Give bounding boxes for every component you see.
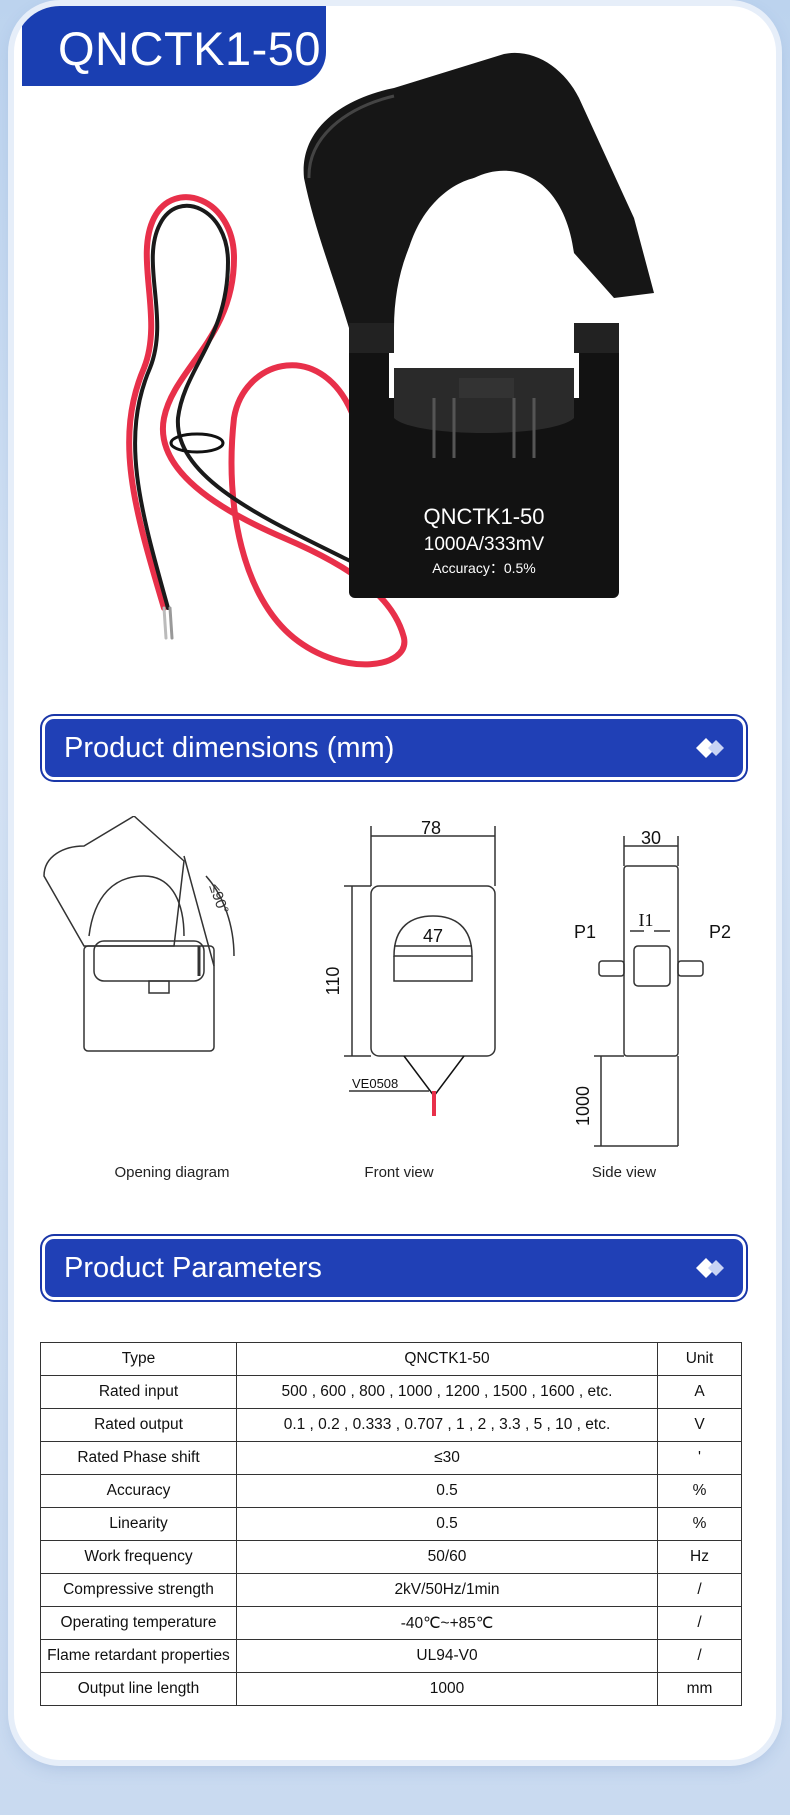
diamonds-icon (696, 1258, 724, 1278)
param-unit-cell: / (657, 1639, 742, 1673)
front-view (344, 826, 496, 1098)
side-view (594, 836, 704, 1147)
param-unit-cell: V (657, 1408, 742, 1442)
dimensions-section-title: Product dimensions (mm) (64, 732, 395, 764)
param-value-cell: ≤30 (236, 1441, 658, 1475)
param-value-cell: 50/60 (236, 1540, 658, 1574)
param-unit-cell: / (657, 1606, 742, 1640)
front-wire-label: VE0508 (352, 1076, 398, 1091)
param-name-cell: Work frequency (40, 1540, 237, 1574)
param-value-cell: 1000 (236, 1672, 658, 1706)
dimensions-section-header: Product dimensions (mm) (42, 716, 746, 780)
param-name-cell: Output line length (40, 1672, 237, 1706)
diamonds-icon (696, 738, 724, 758)
param-unit-cell: / (657, 1573, 742, 1607)
label-accuracy: Accuracy：0.5% (432, 560, 535, 576)
side-view-caption: Side view (591, 1164, 657, 1181)
product-photo: QNCTK1-50 1000A/333mV Accuracy：0.5% (126, 52, 654, 668)
side-depth-label: 30 (641, 828, 661, 848)
front-width-label: 78 (421, 818, 441, 838)
param-name-cell: Compressive strength (40, 1573, 237, 1607)
ct-body (349, 323, 619, 598)
parameters-section-title: Product Parameters (64, 1252, 322, 1284)
param-value-cell: 0.5 (236, 1474, 658, 1508)
param-name-cell: Linearity (40, 1507, 237, 1541)
side-p1-label: P1 (574, 922, 596, 942)
side-current-label: I1 (639, 910, 654, 930)
param-value-cell: 500 , 600 , 800 , 1000 , 1200 , 1500 , 1… (236, 1375, 658, 1409)
ct-top-jaw (303, 52, 654, 328)
table-header-row: Type QNCTK1-50 Unit (40, 1342, 742, 1376)
param-name-cell: Operating temperature (40, 1606, 237, 1640)
product-card: QNCTK1-50 QNCTK1-50 1000A/ (14, 6, 776, 1760)
parameters-section-header: Product Parameters (42, 1236, 746, 1300)
param-name-cell: Rated output (40, 1408, 237, 1442)
param-value-cell: -40℃~+85℃ (236, 1606, 658, 1640)
header-cell: Unit (657, 1342, 742, 1376)
dimension-diagrams: ≤90° 78 47 110 VE0508 (43, 816, 731, 1147)
param-unit-cell: A (657, 1375, 742, 1409)
label-model: QNCTK1-50 (423, 504, 544, 529)
table-row: Operating temperature-40℃~+85℃/ (40, 1606, 742, 1640)
front-hole-label: 47 (423, 926, 443, 946)
param-value-cell: UL94-V0 (236, 1639, 658, 1673)
front-view-caption: Front view (364, 1164, 434, 1181)
param-value-cell: 0.5 (236, 1507, 658, 1541)
param-name-cell: Flame retardant properties (40, 1639, 237, 1673)
param-unit-cell: % (657, 1474, 742, 1508)
table-row: Rated Phase shift≤30' (40, 1441, 742, 1475)
label-rating: 1000A/333mV (424, 534, 545, 555)
param-unit-cell: mm (657, 1672, 742, 1706)
header-cell: Type (40, 1342, 237, 1376)
body-label-text: QNCTK1-50 1000A/333mV Accuracy：0.5% (423, 504, 544, 576)
param-value-cell: 0.1 , 0.2 , 0.333 , 0.707 , 1 , 2 , 3.3 … (236, 1408, 658, 1442)
header-cell: QNCTK1-50 (236, 1342, 658, 1376)
param-name-cell: Accuracy (40, 1474, 237, 1508)
param-unit-cell: Hz (657, 1540, 742, 1574)
param-unit-cell: % (657, 1507, 742, 1541)
param-unit-cell: ' (657, 1441, 742, 1475)
opening-angle: ≤90° (205, 882, 232, 917)
param-name-cell: Rated Phase shift (40, 1441, 237, 1475)
product-title-tab: QNCTK1-50 (22, 6, 326, 86)
opening-diagram (43, 816, 235, 1052)
param-value-cell: 2kV/50Hz/1min (236, 1573, 658, 1607)
side-lead-label: 1000 (573, 1086, 593, 1126)
opening-diagram-caption: Opening diagram (114, 1164, 230, 1181)
front-height-label: 110 (323, 967, 343, 996)
param-name-cell: Rated input (40, 1375, 237, 1409)
side-p2-label: P2 (709, 922, 731, 942)
